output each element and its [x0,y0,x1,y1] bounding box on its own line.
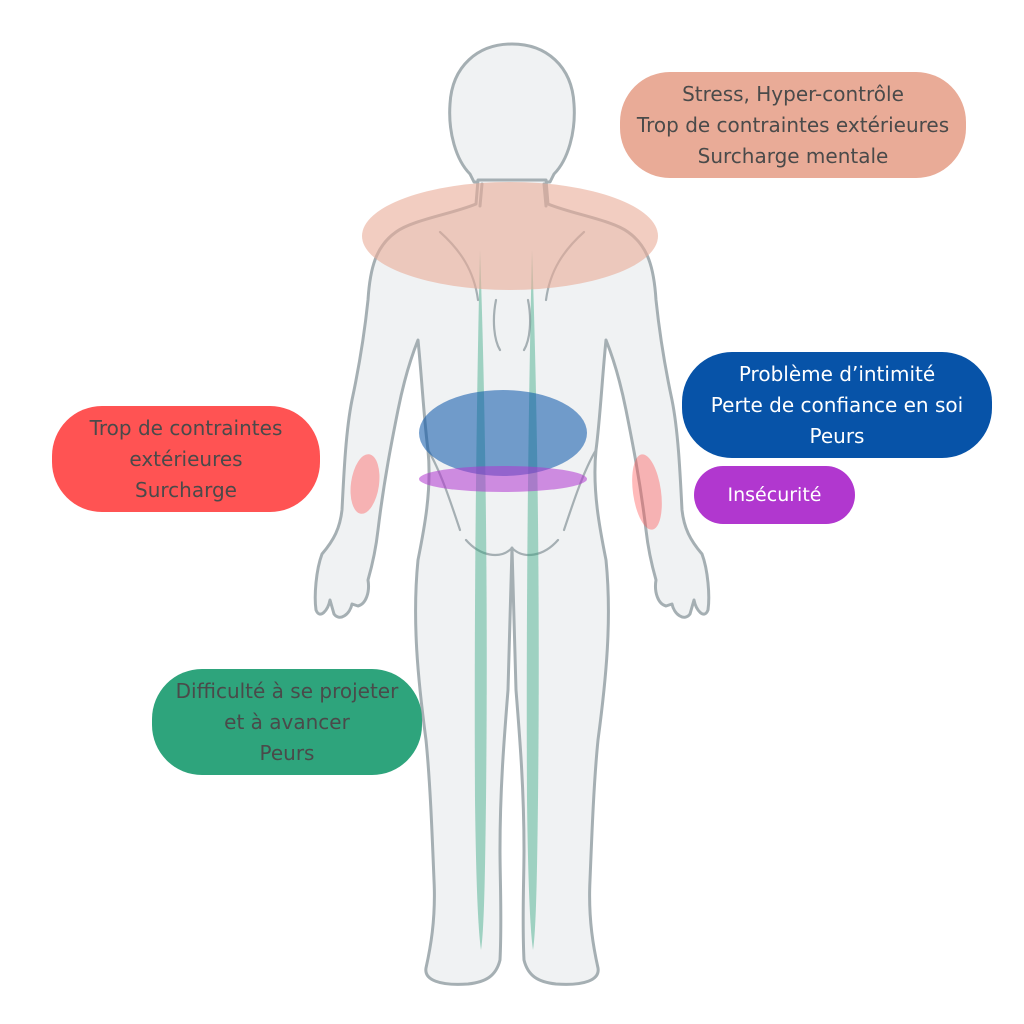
right-forearm-zone [632,454,662,530]
lower-back-label-line-3: Peurs [809,423,865,448]
shoulder-zone [362,182,658,290]
shoulders-label-bubble: Stress, Hyper-contrôle Trop de contraint… [620,72,966,178]
left-forearm-zone [350,454,380,514]
pelvis-label-bubble: Insécurité [694,466,855,524]
head-shape [448,42,576,184]
forearms-label-line-3: Surcharge [135,477,237,502]
shoulders-label-line-2: Trop de contraintes extérieures [636,112,950,137]
lower-back-label-bubble: Problème d’intimité Perte de confiance e… [682,352,992,458]
body-outline [313,178,711,986]
shoulders-label-line-3: Surcharge mentale [697,143,889,168]
lower-back-zone [419,390,587,476]
legs-label-line-2: et à avancer [224,709,350,734]
pelvis-zone [419,466,587,492]
forearms-label-line-1: Trop de contraintes [89,415,283,440]
shoulders-label-line-1: Stress, Hyper-contrôle [682,81,904,106]
lower-back-label-line-1: Problème d’intimité [738,361,936,386]
legs-label-line-3: Peurs [259,740,315,765]
pelvis-label-line-1: Insécurité [727,483,822,506]
forearms-label-line-2: extérieures [129,446,243,471]
legs-label-bubble: Difficulté à se projeter et à avancer Pe… [152,669,422,775]
lower-back-label-line-2: Perte de confiance en soi [710,392,964,417]
forearms-label-bubble: Trop de contraintes extérieures Surcharg… [52,406,320,512]
legs-label-line-1: Difficulté à se projeter [175,678,399,703]
